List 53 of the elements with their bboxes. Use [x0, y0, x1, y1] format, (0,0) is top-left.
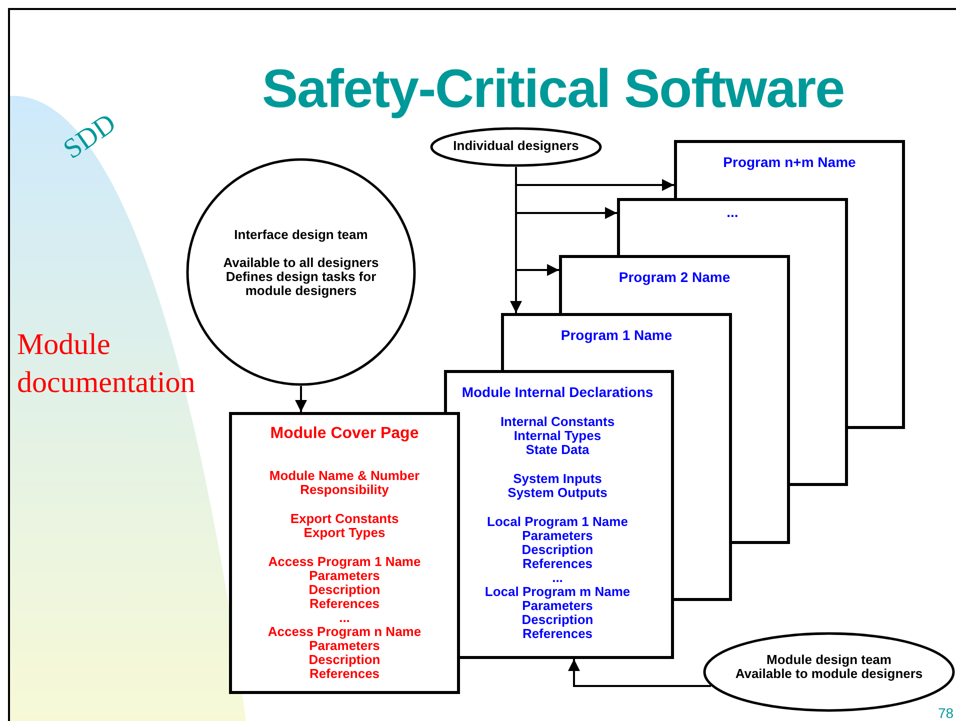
page-number: 78 — [938, 705, 954, 721]
box-heading: Module Cover Page — [270, 427, 419, 441]
arrow — [510, 167, 522, 313]
node-text: State Data — [526, 443, 590, 457]
node-text: References — [522, 557, 593, 571]
node-text: Local Program 1 Name — [487, 515, 628, 529]
arrow — [568, 659, 711, 687]
node-text: Local Program m Name — [484, 585, 630, 599]
node-text: Description — [522, 613, 594, 627]
node-text: Parameters — [522, 529, 593, 543]
page-box — [229, 412, 460, 694]
box-heading: Program 1 Name — [560, 328, 672, 342]
node-text: System Outputs — [508, 486, 608, 500]
node-text: Parameters — [309, 639, 380, 653]
node-text: Module Name & Number — [269, 469, 420, 483]
page-box — [674, 140, 905, 198]
box-heading: Program 2 Name — [618, 270, 730, 284]
title: Safety-Critical Software — [262, 58, 844, 120]
node-text: Defines design tasks for module designers — [224, 270, 376, 298]
page-box — [501, 313, 732, 370]
node-text: Available to module designers — [735, 667, 923, 681]
node-text: Internal Constants — [500, 415, 615, 429]
node-text: Responsibility — [300, 483, 389, 497]
node-text: Module design team — [766, 653, 892, 667]
node-text: References — [522, 627, 593, 641]
page-box — [617, 198, 848, 255]
node-text: Description — [308, 653, 380, 667]
node-text: Available to all designers — [223, 256, 379, 270]
node-text: ... — [552, 571, 563, 585]
node-text: Parameters — [309, 569, 380, 583]
node-text: Export Types — [304, 526, 386, 540]
arrow — [295, 386, 307, 412]
node-text: Parameters — [522, 599, 593, 613]
node-text: Access Program 1 Name — [268, 555, 421, 569]
node-text: ... — [339, 611, 350, 625]
page-box — [559, 255, 790, 313]
node-text: References — [309, 667, 380, 681]
side-label: SDD — [58, 108, 122, 166]
node-text: System Inputs — [513, 472, 602, 486]
node-text: References — [309, 597, 380, 611]
node-text: Export Constants — [290, 512, 399, 526]
box-heading: ... — [726, 205, 738, 219]
page-box — [460, 370, 674, 659]
box-heading: Module Internal Declarations — [462, 385, 654, 399]
section-label: Module documentation — [17, 327, 196, 401]
node-text: Interface design team — [234, 228, 368, 242]
node-text: Access Program n Name — [268, 625, 422, 639]
node-text: Description — [522, 543, 594, 557]
node-text: Internal Types — [514, 429, 602, 443]
ellipse-node — [430, 127, 602, 167]
node-text: Individual designers — [453, 139, 579, 153]
node-text: Description — [308, 583, 380, 597]
box-heading: Program n+m Name — [723, 155, 856, 169]
